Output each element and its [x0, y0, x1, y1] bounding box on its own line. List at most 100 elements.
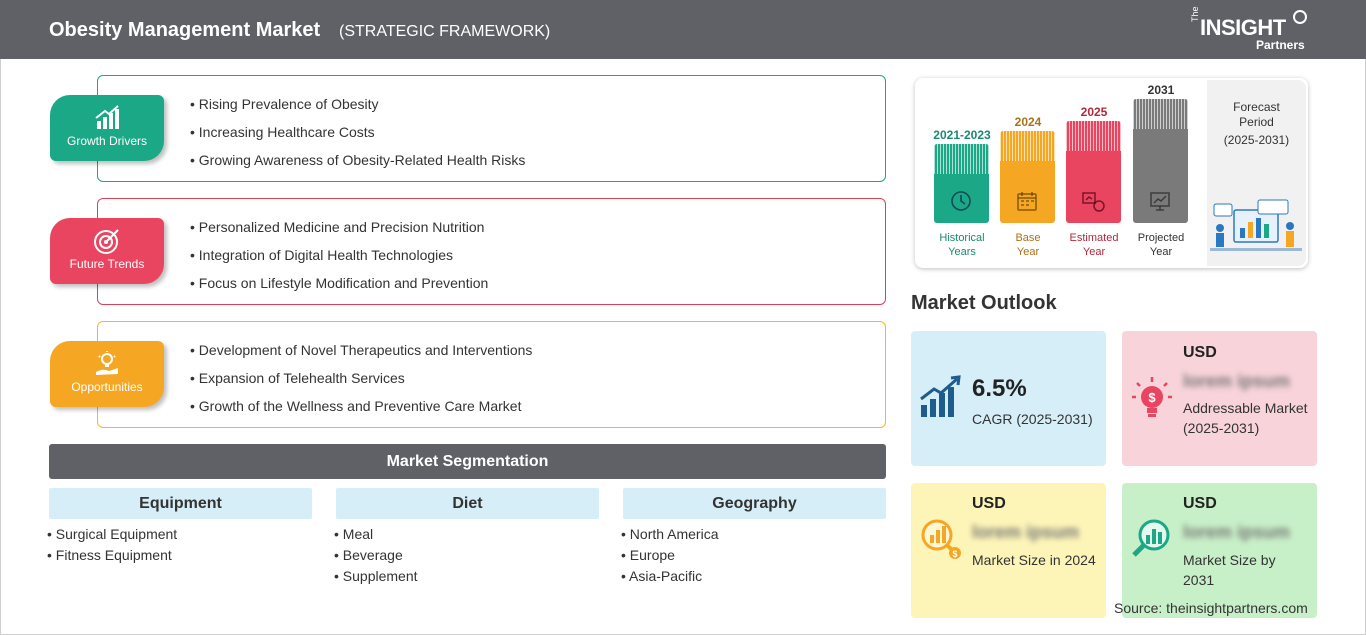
- future-trends-list: Personalized Medicine and Precision Nutr…: [190, 217, 489, 301]
- list-item: Europe: [621, 545, 719, 566]
- insight-partners-logo: The INSIGHT Partners: [1190, 6, 1315, 54]
- segment-header-equipment: Equipment: [49, 488, 312, 519]
- list-item: Meal: [334, 524, 418, 545]
- badge-label: Future Trends: [69, 257, 145, 271]
- timeline-label-line: Historical: [939, 232, 985, 244]
- header: Obesity Management Market (STRATEGIC FRA…: [0, 0, 1366, 59]
- list-item: Rising Prevalence of Obesity: [190, 94, 525, 122]
- timeline-year-label: 2021-2023: [933, 128, 991, 142]
- future-trends-box: Personalized Medicine and Precision Nutr…: [97, 198, 886, 305]
- timeline-label-line: Projected: [1137, 232, 1185, 244]
- opportunities-badge: Opportunities: [50, 341, 164, 407]
- timeline-year-label: 2024: [1014, 115, 1042, 129]
- list-item: Growing Awareness of Obesity-Related Hea…: [190, 150, 526, 178]
- logo-the: The: [1190, 6, 1200, 22]
- growth-drivers-list: Rising Prevalence of Obesity Increasing …: [190, 94, 526, 178]
- timeline-year-label: 2031: [1147, 83, 1175, 97]
- addressable-usd: USD: [1183, 344, 1217, 361]
- timeline-label-line: Years: [948, 246, 976, 258]
- timeline-bar-stripes: [934, 144, 989, 174]
- analytics-people-icon: [1210, 199, 1302, 251]
- badge-label: Growth Drivers: [66, 134, 147, 148]
- target-icon: [94, 229, 119, 254]
- growth-chart-icon: [920, 375, 961, 417]
- size-2031-usd: USD: [1183, 495, 1217, 512]
- estimate-icon: [1082, 192, 1105, 212]
- magnifier-bars-icon: [1132, 519, 1170, 557]
- forecast-title: Forecast Period: [1233, 100, 1280, 129]
- market-size-2024-card: $ USD lorem ipsum Market Size in 2024: [911, 483, 1106, 618]
- magnifier-chart-icon: $: [921, 519, 961, 559]
- size-2024-value-blurred: lorem ipsum: [972, 522, 1080, 542]
- list-item: Asia-Pacific: [621, 566, 719, 587]
- future-trends-badge: Future Trends: [50, 218, 164, 284]
- size-2031-label: Market Size by 2031: [1183, 552, 1276, 588]
- list-item: Growth of the Wellness and Preventive Ca…: [190, 396, 532, 424]
- timeline-bar-1: [934, 144, 989, 223]
- cagr-card: 6.5% CAGR (2025-2031): [911, 331, 1106, 466]
- list-item: Focus on Lifestyle Modification and Prev…: [190, 273, 489, 301]
- size-2031-value-blurred: lorem ipsum: [1183, 522, 1291, 542]
- history-icon: [951, 191, 971, 211]
- segment-header-geography: Geography: [623, 488, 886, 519]
- cagr-label: CAGR (2025-2031): [972, 411, 1093, 427]
- segment-list-diet: Meal Beverage Supplement: [334, 524, 418, 587]
- size-2024-usd: USD: [972, 495, 1006, 512]
- badge-label: Opportunities: [71, 380, 143, 394]
- timeline-label-line: Base: [1015, 232, 1041, 244]
- timeline-label-line: Year: [1082, 246, 1106, 258]
- timeline-bar-4: [1133, 99, 1188, 223]
- timeline-bar-2: [1000, 131, 1055, 223]
- source-note: Source: theinsightpartners.com: [1114, 600, 1308, 616]
- svg-text:$: $: [1148, 390, 1156, 405]
- segment-header-diet: Diet: [336, 488, 599, 519]
- timeline-label-line: Estimated: [1069, 232, 1119, 244]
- addressable-label: Addressable Market (2025-2031): [1183, 400, 1308, 436]
- list-item: Personalized Medicine and Precision Nutr…: [190, 217, 488, 245]
- segment-list-geography: North America Europe Asia-Pacific: [621, 524, 719, 587]
- timeline-bar-stripes: [1066, 121, 1121, 151]
- list-item: Surgical Equipment: [47, 524, 177, 545]
- list-item: North America: [621, 524, 719, 545]
- segment-list-equipment: Surgical Equipment Fitness Equipment: [47, 524, 177, 566]
- addressable-value-blurred: lorem ipsum: [1183, 371, 1291, 391]
- list-item: Beverage: [334, 545, 418, 566]
- timeline-label-line: Year: [1149, 246, 1173, 258]
- opportunities-box: Development of Novel Therapeutics and In…: [97, 321, 886, 428]
- addressable-market-card: $ USD lorem ipsum Addressable Market (20…: [1122, 331, 1317, 466]
- market-size-2031-card: USD lorem ipsum Market Size by 2031: [1122, 483, 1317, 618]
- svg-text:$: $: [952, 549, 957, 559]
- list-item: Supplement: [334, 566, 418, 587]
- logo-partners: Partners: [1256, 38, 1305, 52]
- growth-bars-icon: [95, 105, 119, 129]
- list-item: Fitness Equipment: [47, 545, 177, 566]
- timeline-bar-3: [1066, 121, 1121, 223]
- cagr-value: 6.5%: [972, 375, 1027, 402]
- timeline-bar-stripes: [1000, 131, 1055, 161]
- timeline-year-label: 2025: [1080, 105, 1108, 119]
- size-2024-label: Market Size in 2024: [972, 552, 1096, 568]
- growth-drivers-box: Rising Prevalence of Obesity Increasing …: [97, 75, 886, 182]
- market-outlook-title: Market Outlook: [911, 292, 1057, 314]
- list-item: Increasing Healthcare Costs: [190, 122, 525, 150]
- opportunities-list: Development of Novel Therapeutics and In…: [190, 340, 533, 424]
- logo-insight: INSIGHT: [1200, 15, 1286, 40]
- calendar-icon: [1017, 192, 1037, 211]
- list-item: Integration of Digital Health Technologi…: [190, 245, 488, 273]
- market-segmentation-bar: Market Segmentation: [49, 444, 886, 479]
- page-title: Obesity Management Market: [49, 19, 321, 41]
- list-item: Expansion of Telehealth Services: [190, 368, 532, 396]
- list-item: Development of Novel Therapeutics and In…: [190, 340, 533, 368]
- projection-icon: [1150, 192, 1170, 211]
- timeline-bar-stripes: [1133, 99, 1188, 129]
- growth-drivers-badge: Growth Drivers: [50, 95, 164, 161]
- logo-ring-icon: [1293, 10, 1307, 24]
- forecast-period: (2025-2031): [1223, 133, 1290, 147]
- hand-lightbulb-icon: [96, 351, 118, 375]
- page-subtitle: (STRATEGIC FRAMEWORK): [339, 23, 551, 40]
- lightbulb-dollar-icon: $: [1132, 377, 1172, 417]
